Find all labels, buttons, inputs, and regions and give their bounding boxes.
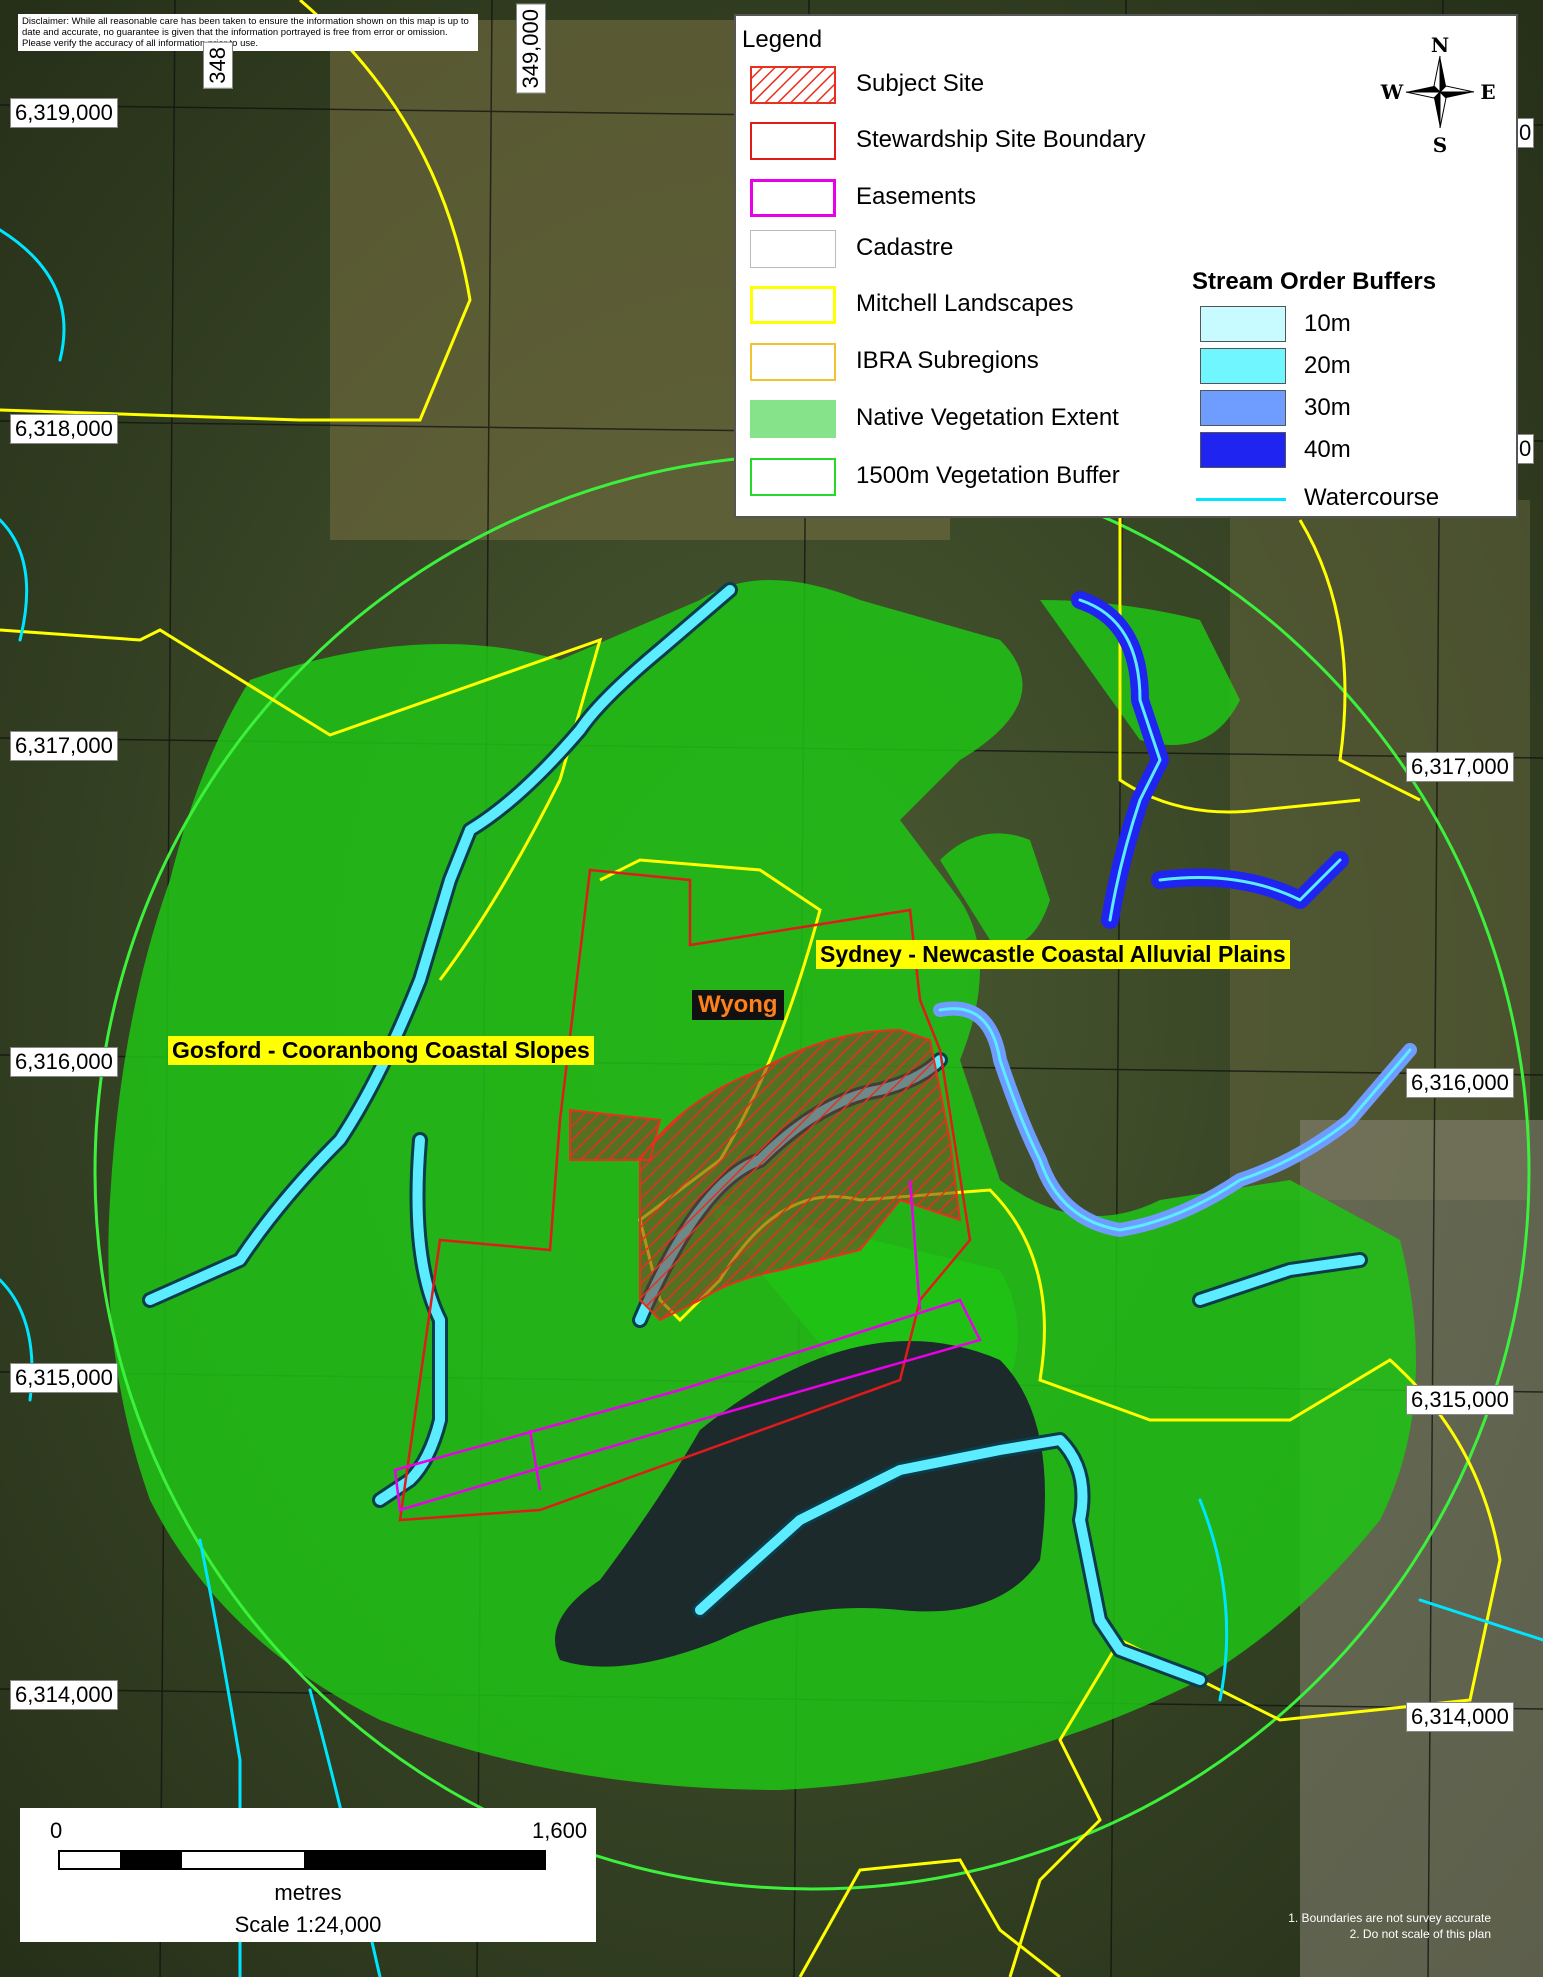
stream-order-label: 30m <box>1304 394 1351 421</box>
wyong-label: Wyong <box>692 990 784 1020</box>
easting-label: 349,000 <box>516 4 546 94</box>
northing-label-left: 6,318,000 <box>10 414 118 444</box>
north-arrow-icon: N S E W <box>1376 28 1504 158</box>
northing-label-right: 6,316,000 <box>1406 1068 1514 1098</box>
outline-swatch <box>750 286 836 324</box>
reservoir <box>555 1341 1045 1667</box>
northing-label-left: 6,316,000 <box>10 1047 118 1077</box>
northing-label-right: 6,314,000 <box>1406 1702 1514 1732</box>
legend-item-label: Easements <box>856 183 977 210</box>
scale-start-label: 0 <box>50 1818 63 1843</box>
watercourse-label: Watercourse <box>1304 484 1440 511</box>
stream-order-label: 40m <box>1304 436 1351 463</box>
compass-e: E <box>1480 80 1495 104</box>
outline-swatch <box>750 458 836 496</box>
compass-n: N <box>1431 33 1449 57</box>
hatch-swatch <box>750 66 836 104</box>
stream-order-title: Stream Order Buffers <box>1192 268 1437 295</box>
legend-item-label: 1500m Vegetation Buffer <box>856 462 1120 489</box>
stream-swatch <box>1200 432 1286 468</box>
compass-s: S <box>1433 133 1447 157</box>
map-note: 2. Do not scale of this plan <box>1349 1927 1491 1941</box>
stream-order-label: 10m <box>1304 310 1351 337</box>
map-notes: 1. Boundaries are not survey accurate 2.… <box>1288 1910 1491 1942</box>
gosford-landscape-label: Gosford - Cooranbong Coastal Slopes <box>168 1036 594 1065</box>
scale-end-label: 1,600 <box>532 1818 588 1843</box>
legend-item-label: IBRA Subregions <box>856 347 1039 374</box>
outline-swatch <box>750 179 836 217</box>
stream-swatch <box>1200 306 1286 342</box>
scale-bar-graphic <box>58 1850 546 1870</box>
grid-label-fragment: 0 <box>1516 434 1535 464</box>
map-note: 1. Boundaries are not survey accurate <box>1288 1911 1491 1925</box>
disclaimer-text: Disclaimer: While all reasonable care ha… <box>18 14 478 51</box>
outline-swatch <box>750 230 836 268</box>
northing-label-right: 6,317,000 <box>1406 752 1514 782</box>
stream-swatch <box>1200 390 1286 426</box>
stream-order-label: 20m <box>1304 352 1351 379</box>
northing-label-left: 6,314,000 <box>10 1680 118 1710</box>
scale-units: metres <box>274 1880 342 1905</box>
northing-label-left: 6,315,000 <box>10 1363 118 1393</box>
sydney-landscape-label: Sydney - Newcastle Coastal Alluvial Plai… <box>816 940 1290 969</box>
legend-item-label: Native Vegetation Extent <box>856 404 1119 431</box>
fill-swatch <box>750 400 836 438</box>
legend-item-label: Stewardship Site Boundary <box>856 126 1146 153</box>
legend-item-label: Mitchell Landscapes <box>856 290 1074 317</box>
grid-label-fragment: 0 <box>1516 118 1535 148</box>
outline-swatch <box>750 122 836 160</box>
subject-site <box>569 1028 962 1322</box>
outline-swatch <box>750 343 836 381</box>
legend-item-label: Subject Site <box>856 70 985 97</box>
legend-item-label: Cadastre <box>856 234 954 261</box>
compass-w: W <box>1380 80 1404 104</box>
watercourse-line-swatch <box>1196 498 1286 501</box>
stream-swatch <box>1200 348 1286 384</box>
easting-label: 348 <box>203 42 233 89</box>
easement-lines <box>393 1179 982 1512</box>
scale-bar: 0 1,600 metres Scale 1:24,000 <box>20 1808 596 1942</box>
legend-title: Legend <box>742 26 823 53</box>
northing-label-left: 6,317,000 <box>10 731 118 761</box>
northing-label-right: 6,315,000 <box>1406 1385 1514 1415</box>
scale-ratio: Scale 1:24,000 <box>234 1912 382 1937</box>
northing-label-left: 6,319,000 <box>10 98 118 128</box>
legend-panel: Legend Subject Site Stewardship Site Bou… <box>734 14 1518 518</box>
